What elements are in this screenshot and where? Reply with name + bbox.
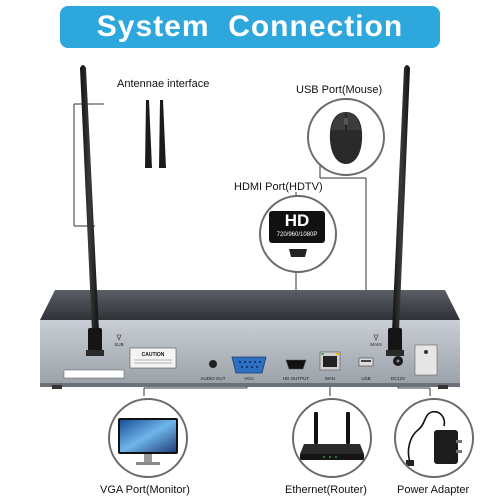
power-label: Power Adapter <box>397 484 470 496</box>
mouse-callout <box>307 98 385 176</box>
power-callout <box>394 398 474 478</box>
antenna-left-label: SUB <box>114 342 123 347</box>
vga-port[interactable]: VGA <box>231 356 267 381</box>
title-banner: System Connection <box>60 6 440 48</box>
monitor-callout <box>108 398 188 478</box>
caution-label: CAUTION <box>142 352 165 358</box>
router-icon <box>300 412 364 460</box>
hd-badge: HD 720/960/1080P <box>269 211 325 243</box>
hd-badge-main: HD <box>284 211 310 230</box>
mouse-icon <box>329 112 363 164</box>
hdmi-icon <box>289 249 307 257</box>
monitor-icon <box>118 418 178 465</box>
router-callout <box>292 398 372 478</box>
hdmi-callout: HD 720/960/1080P <box>259 195 337 273</box>
antenna-icon <box>386 65 410 356</box>
svg-text:DC12V: DC12V <box>391 376 406 381</box>
hd-badge-sub: 720/960/1080P <box>276 232 318 238</box>
wan-port[interactable]: WAN <box>319 351 341 381</box>
antenna-icon <box>80 65 104 356</box>
vga-label: VGA Port(Monitor) <box>100 484 190 496</box>
power-adapter-icon <box>406 410 462 466</box>
svg-text:USB: USB <box>361 376 370 381</box>
rear-panel: CAUTION AUDIO OUT VGA HD OUTPUT WAN <box>63 334 438 381</box>
usb-port[interactable]: USB <box>358 357 374 381</box>
usb-label: USB Port(Mouse) <box>296 84 383 96</box>
hdmi-label: HDMI Port(HDTV) <box>234 181 323 193</box>
antenna-icon <box>145 100 166 168</box>
dc-power-port[interactable]: DC12V <box>391 356 406 381</box>
ethernet-label: Ethernet(Router) <box>285 484 367 496</box>
banner-title: System Connection <box>96 10 404 43</box>
svg-text:WAN: WAN <box>325 376 335 381</box>
audio-out-port: AUDIO OUT <box>200 360 226 381</box>
antennae-label: Antennae interface <box>117 78 210 90</box>
hdmi-port[interactable]: HD OUTPUT <box>283 359 309 381</box>
svg-text:AUDIO OUT: AUDIO OUT <box>200 376 225 381</box>
svg-text:HD OUTPUT: HD OUTPUT <box>283 376 309 381</box>
svg-text:VGA: VGA <box>244 376 254 381</box>
antenna-right-label: MAIN <box>370 342 381 347</box>
